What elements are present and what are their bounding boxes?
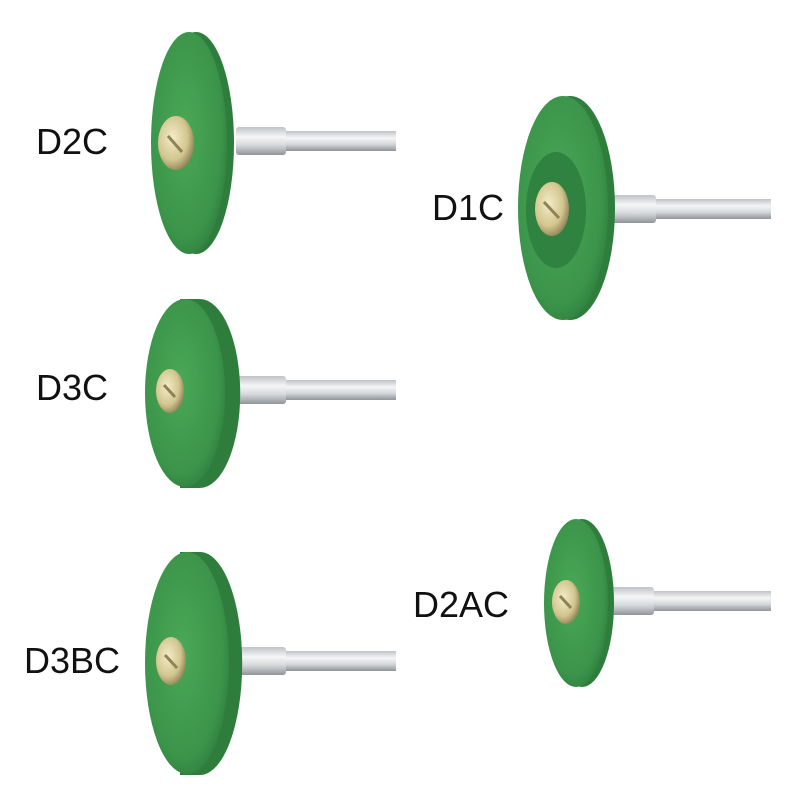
screw-slot <box>163 653 179 670</box>
shank <box>236 647 396 675</box>
label-d1c: D1C <box>432 187 505 228</box>
wheel-d2c <box>151 32 396 254</box>
wheel-face <box>145 552 229 774</box>
label-d3c: D3C <box>36 367 109 408</box>
shank <box>236 376 396 404</box>
screw-slot <box>558 594 573 610</box>
screw-slot <box>162 383 177 399</box>
screw-slot <box>542 200 561 220</box>
wheel-d3c <box>145 299 396 488</box>
screw-slot <box>166 135 184 153</box>
shank <box>236 127 396 155</box>
wheel-d2ac <box>544 519 771 687</box>
shank <box>606 195 771 223</box>
wheel-d1c <box>518 96 771 320</box>
wheel-d3bc <box>145 552 396 775</box>
wheel-face <box>145 299 225 487</box>
label-d3bc: D3BC <box>24 640 121 681</box>
label-d2c: D2C <box>36 121 109 162</box>
shank <box>606 587 771 615</box>
label-d2ac: D2AC <box>413 584 510 625</box>
